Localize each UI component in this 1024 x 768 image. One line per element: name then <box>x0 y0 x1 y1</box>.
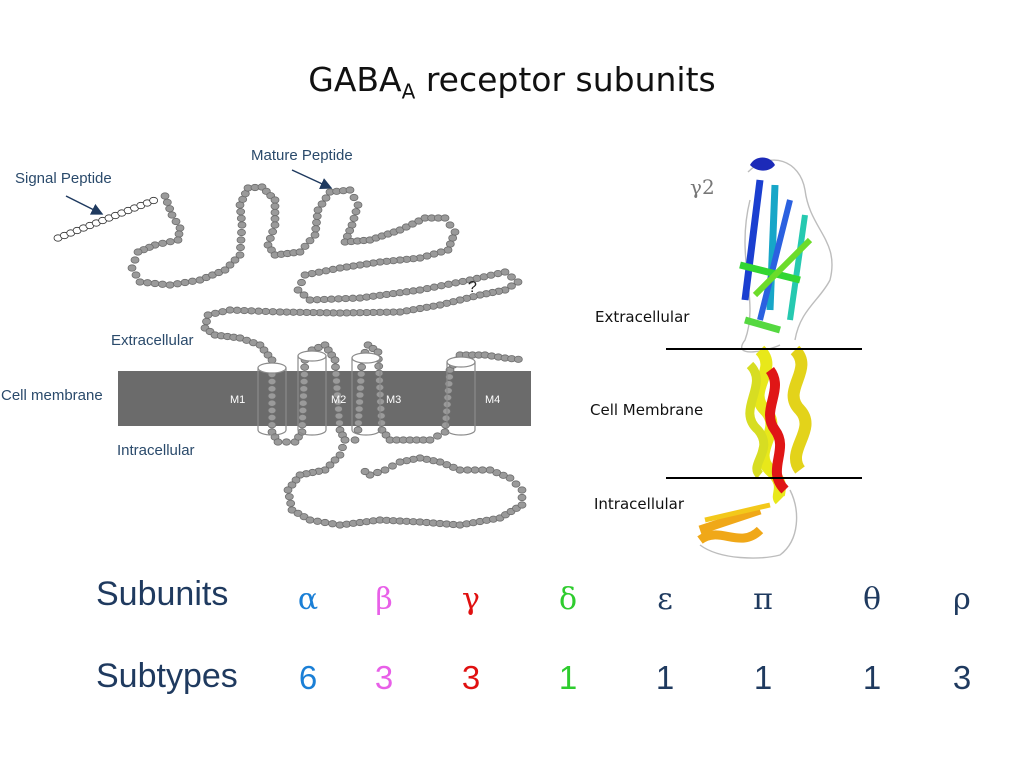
segment-label-m2: M2 <box>331 394 346 406</box>
title-rest: receptor subunits <box>415 60 716 99</box>
gamma2-structure-model <box>697 157 833 559</box>
signal-peptide-label: Signal Peptide <box>15 170 112 187</box>
signal-peptide-arrow <box>65 195 104 215</box>
signal-peptide-chain <box>53 196 159 242</box>
helix-m3 <box>351 352 381 436</box>
page-title: GABAA receptor subunits <box>0 60 1024 104</box>
mature-peptide-arrow <box>291 169 333 190</box>
subtype-count: 1 <box>862 659 882 696</box>
subtypes-row-label: Subtypes <box>96 657 238 695</box>
intracellular-label-left: Intracellular <box>117 442 195 459</box>
subtype-count: 1 <box>655 659 675 696</box>
extracellular-label-left: Extracellular <box>111 332 194 349</box>
subunit-symbol: ε <box>657 582 673 617</box>
title-subscript: A <box>401 79 416 104</box>
segment-label-m1: M1 <box>230 394 245 406</box>
question-mark: ? <box>468 279 477 296</box>
helix-m4 <box>446 356 476 436</box>
subunits-row-label: Subunits <box>96 575 229 613</box>
helix-m2 <box>297 350 327 436</box>
subunit-symbol: δ <box>558 582 578 617</box>
intracellular-label-right: Intracellular <box>594 495 685 513</box>
subtype-count: 3 <box>461 659 481 696</box>
mature-peptide-chain <box>127 183 527 529</box>
extracellular-label-right: Extracellular <box>595 308 690 326</box>
subunit-symbol: ρ <box>953 582 971 617</box>
mature-peptide-label: Mature Peptide <box>251 147 353 164</box>
subtype-count: 3 <box>374 659 394 696</box>
subunit-symbol: π <box>753 582 773 617</box>
subtype-count: 1 <box>558 659 578 696</box>
membrane-label-right: Cell Membrane <box>590 401 704 419</box>
gamma2-label: γ2 <box>690 175 715 199</box>
segment-label-m4: M4 <box>485 394 500 406</box>
subtype-count: 1 <box>753 659 773 696</box>
membrane-band <box>118 371 531 426</box>
subunit-symbol: θ <box>862 582 882 617</box>
title-main: GABA <box>308 60 402 99</box>
subtype-count: 6 <box>298 659 318 696</box>
subtype-count: 3 <box>952 659 972 696</box>
subunit-symbol: γ <box>462 582 480 617</box>
subunit-symbol: β <box>375 582 393 617</box>
helix-m1 <box>257 362 287 436</box>
segment-label-m3: M3 <box>386 394 401 406</box>
subunit-symbol: α <box>297 582 319 617</box>
cell-membrane-label: Cell membrane <box>1 387 103 404</box>
